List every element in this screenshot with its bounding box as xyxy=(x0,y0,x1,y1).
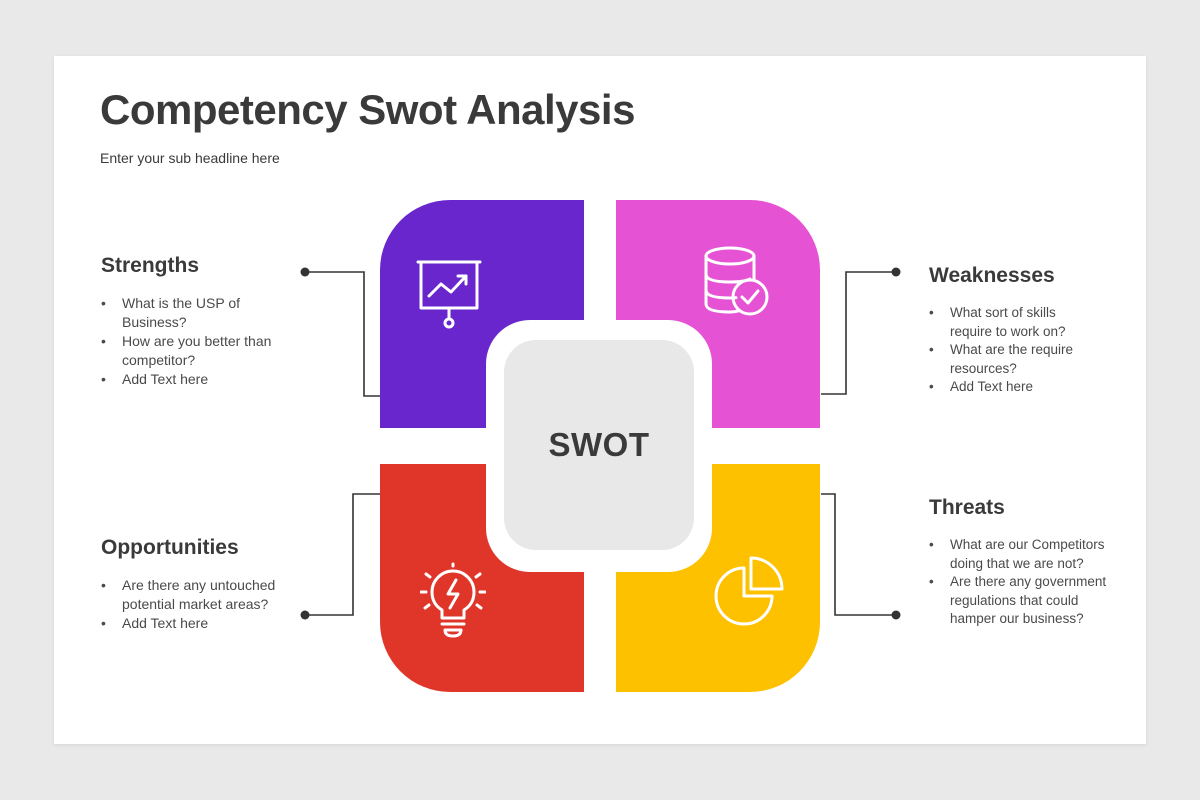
connector-dot-strengths xyxy=(300,267,310,277)
weaknesses-block: Weaknesses What sort of skills require t… xyxy=(929,264,1099,397)
list-item: Add Text here xyxy=(101,370,281,389)
connector-dot-opportunities xyxy=(300,610,310,620)
center-label: SWOT xyxy=(548,426,650,463)
strengths-heading: Strengths xyxy=(101,254,200,277)
pie-chart-icon xyxy=(714,556,784,626)
list-item: How are you better than competitor? xyxy=(101,332,281,370)
connector-dot-weaknesses xyxy=(891,267,901,277)
page-title: Competency Swot Analysis xyxy=(100,86,635,133)
list-item: What are our Competitors doing that we a… xyxy=(929,536,1109,573)
strengths-block: Strengths What is the USP of Business? H… xyxy=(101,254,281,389)
threats-list: What are our Competitors doing that we a… xyxy=(929,536,1109,629)
connector-strengths xyxy=(305,271,380,397)
opportunities-list: Are there any untouched potential market… xyxy=(101,576,281,633)
opportunities-heading: Opportunities xyxy=(101,536,239,559)
list-item: Add Text here xyxy=(929,378,1099,397)
database-check-icon xyxy=(704,246,769,316)
threats-heading: Threats xyxy=(929,496,1005,519)
threats-block: Threats What are our Competitors doing t… xyxy=(929,496,1109,629)
center-box: SWOT xyxy=(504,340,694,550)
list-item: What is the USP of Business? xyxy=(101,294,281,332)
page-subtitle: Enter your sub headline here xyxy=(100,150,280,166)
weaknesses-list: What sort of skills require to work on? … xyxy=(929,304,1099,397)
connector-dot-threats xyxy=(891,610,901,620)
list-item: What sort of skills require to work on? xyxy=(929,304,1099,341)
list-item: What are the require resources? xyxy=(929,341,1099,378)
list-item: Add Text here xyxy=(101,614,281,633)
list-item: Are there any government regulations tha… xyxy=(929,573,1109,629)
connector-opportunities xyxy=(305,493,380,616)
lightbulb-icon xyxy=(420,562,486,638)
connector-weaknesses xyxy=(821,271,896,395)
opportunities-block: Opportunities Are there any untouched po… xyxy=(101,536,281,633)
strengths-list: What is the USP of Business? How are you… xyxy=(101,294,281,389)
connector-threats xyxy=(821,493,896,616)
weaknesses-heading: Weaknesses xyxy=(929,264,1055,287)
presentation-chart-icon xyxy=(416,260,482,329)
list-item: Are there any untouched potential market… xyxy=(101,576,281,614)
